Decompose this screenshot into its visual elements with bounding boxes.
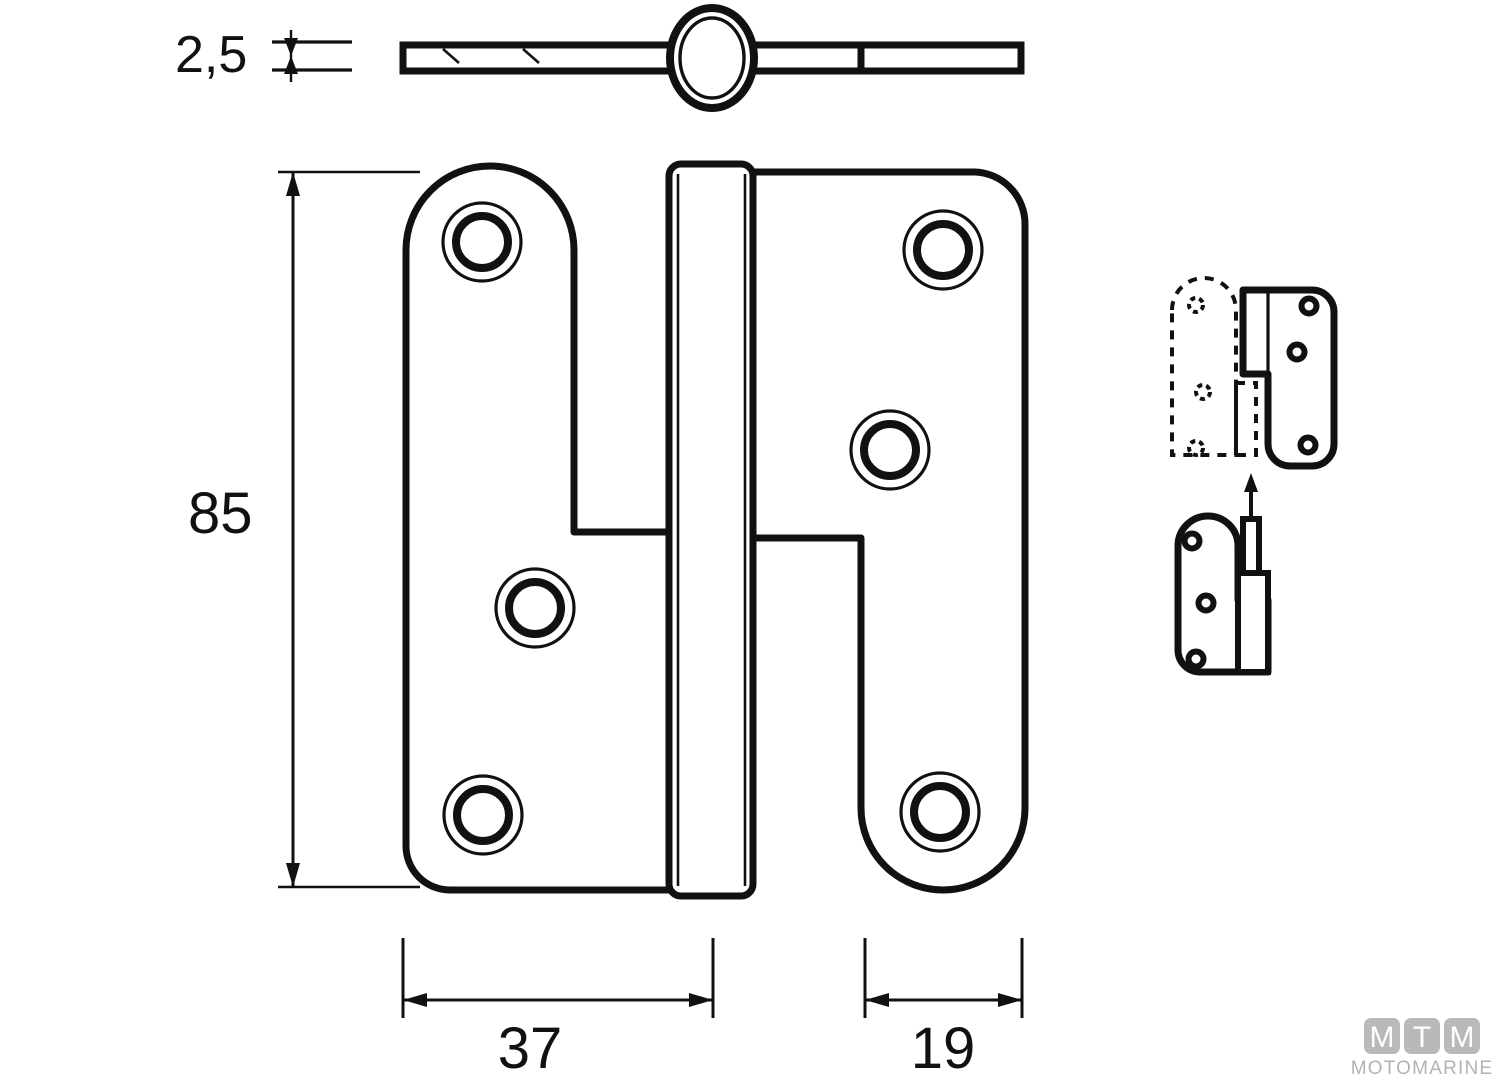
liftoff-knuckle-block <box>1235 570 1271 675</box>
assembled-hole-bottom <box>1297 434 1319 456</box>
knuckle-inner-circle <box>678 16 746 100</box>
hole-bore <box>452 212 512 272</box>
countersunk-hole <box>849 409 931 491</box>
width37-arrow-left-icon <box>403 993 427 1007</box>
left-leaf-outline <box>402 162 682 894</box>
phantom-leaf-tail <box>1234 381 1258 457</box>
logo-letter-1: M <box>1370 1021 1395 1054</box>
width37-arrow-right-icon <box>689 993 713 1007</box>
detail-liftoff-group <box>1174 512 1272 676</box>
logo-letter-2: T <box>1413 1021 1431 1054</box>
logo-tile-1 <box>1364 1018 1400 1054</box>
top-view-right-leaf-outer <box>857 41 1025 75</box>
left-leaf-holes <box>441 201 576 856</box>
knuckle-barrel <box>665 160 757 900</box>
thickness-arrow-up-icon <box>284 56 298 74</box>
assembled-leaf-outline <box>1239 286 1338 470</box>
liftoff-hole-bottom <box>1185 648 1207 670</box>
countersunk-hole <box>899 771 981 853</box>
thickness-arrow-down-icon <box>284 38 298 56</box>
top-view-tick-a <box>442 48 460 64</box>
phantom-hole-mid <box>1194 383 1212 401</box>
hole-bore <box>910 782 970 842</box>
logo-wordmark: MOTOMARINE <box>1351 1058 1494 1079</box>
hole-bore <box>453 785 513 845</box>
top-view-group: 2,5 <box>175 4 1025 112</box>
height-arrow-down-icon <box>286 863 300 887</box>
hole-bore <box>913 220 973 280</box>
assembled-hole-top <box>1298 295 1320 317</box>
logo-tile-2 <box>1404 1018 1440 1054</box>
countersunk-hole <box>494 567 576 649</box>
top-view-tick-b <box>522 48 540 64</box>
logo-tile-3 <box>1444 1018 1480 1054</box>
left-leaf-width-label: 37 <box>498 1016 563 1080</box>
left-leaf-width-dimension <box>401 938 715 1018</box>
mtm-motomarine-logo: M T M MOTOMARINE <box>1351 1018 1494 1079</box>
height-arrow-up-icon <box>286 172 300 196</box>
front-view-group <box>402 160 1029 900</box>
hole-countersink-ring <box>442 774 524 856</box>
hole-countersink-ring <box>902 209 984 291</box>
hole-bore <box>860 420 920 480</box>
height-dimension-label: 85 <box>188 481 253 546</box>
top-view-knuckle <box>666 4 758 112</box>
width19-arrow-left-icon <box>865 993 889 1007</box>
thickness-dimension-label: 2,5 <box>175 26 247 84</box>
top-view-left-leaf <box>399 41 697 75</box>
countersunk-hole <box>902 209 984 291</box>
hole-countersink-ring <box>441 201 523 283</box>
phantom-hole-top <box>1187 296 1205 314</box>
right-leaf-width-dimension <box>863 938 1024 1018</box>
width19-arrow-right-icon <box>998 993 1022 1007</box>
countersunk-hole <box>442 774 524 856</box>
right-leaf-outline <box>749 168 1029 894</box>
liftoff-hole-top <box>1181 530 1203 552</box>
height-dimension <box>278 170 420 889</box>
assembled-hole-mid <box>1286 341 1308 363</box>
phantom-hole-bottom <box>1187 439 1205 457</box>
detail-assembled-group <box>1170 276 1338 470</box>
logo-letter-3: M <box>1450 1021 1475 1054</box>
top-view-right-leaf <box>743 41 1025 75</box>
hole-countersink-ring <box>494 567 576 649</box>
liftoff-arrow-head-icon <box>1244 473 1258 492</box>
countersunk-hole <box>441 201 523 283</box>
hole-countersink-ring <box>849 409 931 491</box>
phantom-leaf-outline <box>1170 276 1238 457</box>
thickness-dimension <box>272 30 352 82</box>
right-leaf-holes <box>849 209 984 853</box>
hole-bore <box>505 578 565 638</box>
front-view-knuckle <box>665 160 757 900</box>
top-view-left-leaf-body <box>399 41 697 75</box>
liftoff-hole-mid <box>1195 592 1217 614</box>
right-leaf-width-label: 19 <box>911 1016 976 1080</box>
hole-countersink-ring <box>899 771 981 853</box>
